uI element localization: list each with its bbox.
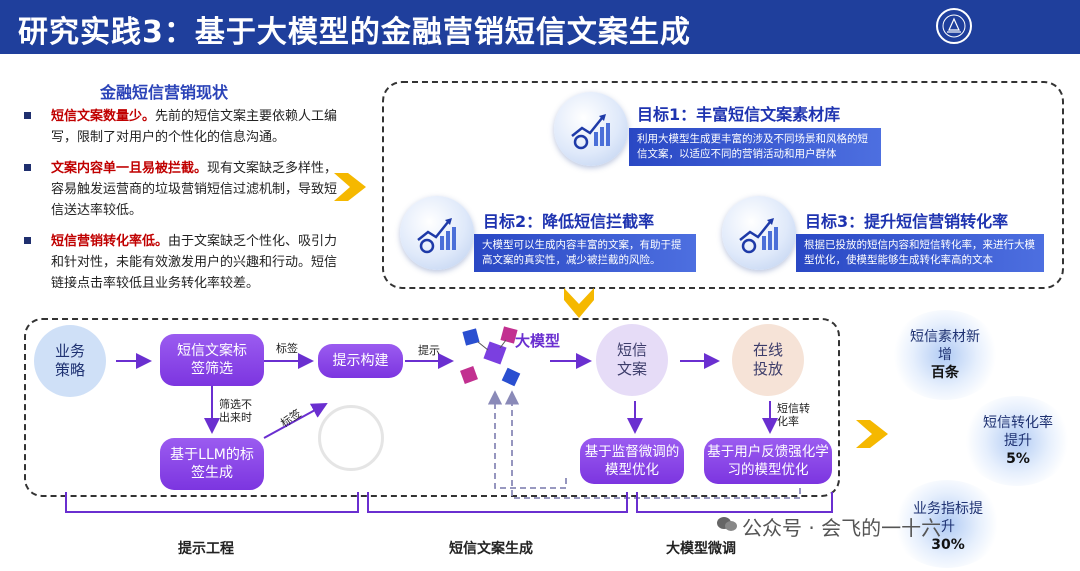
node-label: 业务策略: [54, 342, 85, 379]
node-llm-tag-generation: 基于LLM的标签生成: [160, 438, 264, 490]
node-rlhf-optimization: 基于用户反馈强化学习的模型优化: [704, 438, 832, 484]
node-sms-copy: 短信文案: [596, 324, 668, 396]
status-section-title: 金融短信营销现状: [100, 83, 229, 102]
bullet-square-icon: [24, 112, 31, 119]
node-label: 短信文案: [616, 341, 647, 378]
node-online-deploy: 在线投放: [732, 324, 804, 396]
wechat-icon: [717, 517, 737, 531]
node-label: 提示构建: [332, 353, 389, 369]
edge-label-tags: 标签: [276, 342, 298, 355]
result-value: 30%: [931, 537, 965, 553]
node-label: 在线投放: [752, 341, 783, 378]
yellow-arrow-right-icon: [334, 173, 366, 201]
node-label: 基于监督微调的模型优化: [584, 444, 680, 478]
goal-description: 根据已投放的短信内容和短信转化率，来进行大模型优化，使模型能够生成转化率高的文本: [796, 234, 1044, 272]
bullet-square-icon: [24, 237, 31, 244]
node-tag-filter: 短信文案标签筛选: [160, 334, 264, 386]
goals-panel: [382, 81, 1064, 289]
yellow-arrow-down-icon: [564, 288, 594, 318]
status-item: 短信营销转化率低。由于文案缺乏个性化、吸引力和针对性，未能有效激发用户的兴趣和行…: [24, 231, 344, 294]
header-bar: [0, 0, 1080, 54]
node-label: 基于LLM的标签生成: [170, 447, 254, 481]
result-item: 短信素材新增 百条: [905, 328, 985, 382]
node-label: 基于用户反馈强化学习的模型优化: [707, 444, 829, 478]
page-title: 研究实践3：基于大模型的金融营销短信文案生成: [18, 15, 691, 50]
result-label: 短信素材新增: [910, 329, 980, 363]
edge-label-conversion: 短信转化率: [777, 402, 810, 428]
bullet-square-icon: [24, 164, 31, 171]
university-watermark: [318, 405, 548, 473]
university-logo: [936, 8, 1074, 48]
stage-label: 大模型微调: [666, 541, 736, 557]
status-item: 文案内容单一且易被拦截。现有文案缺乏多样性，容易触发运营商的垃圾营销短信过滤机制…: [24, 158, 344, 221]
llm-label: 大模型: [515, 332, 561, 350]
status-highlight: 短信营销转化率低。: [51, 234, 169, 249]
status-text: 由于文案缺乏个性化、吸引力和针对性，未能有效激发用户的兴趣和行动。短信链接点击率…: [51, 234, 338, 291]
goal-description: 利用大模型生成更丰富的涉及不同场景和风格的短信文案，以适应不同的营销活动和用户群…: [629, 128, 881, 166]
goal-title: 目标2：降低短信拦截率: [483, 212, 655, 231]
result-glow: [890, 310, 1000, 400]
result-item: 业务指标提升 30%: [908, 500, 988, 554]
wechat-watermark-text: 公众号 · 会飞的一十六: [742, 516, 942, 540]
watermark-seal-icon: [318, 405, 384, 471]
goal-analytics-icon: [554, 92, 628, 166]
status-text: 先前的短信文案主要依赖人工编写，限制了对用户的个性化的信息沟通。: [51, 109, 338, 145]
node-sft-optimization: 基于监督微调的模型优化: [580, 438, 684, 484]
status-text: 现有文案缺乏多样性，容易触发运营商的垃圾营销短信过滤机制，导致短信送达率较低。: [51, 161, 338, 218]
result-value: 5%: [1006, 451, 1030, 467]
pipeline-panel: [24, 318, 840, 497]
goal-title: 目标1：丰富短信文案素材库: [637, 105, 841, 124]
goal-analytics-icon: [400, 196, 474, 270]
edge-label-no-filter: 筛选不出来时: [219, 398, 252, 424]
yellow-arrow-right-icon: [856, 420, 888, 448]
result-value: 百条: [931, 365, 959, 381]
university-seal-icon: [936, 8, 972, 44]
result-label: 短信转化率提升: [983, 415, 1053, 449]
status-highlight: 文案内容单一且易被拦截。: [51, 161, 208, 176]
status-item: 短信文案数量少。先前的短信文案主要依赖人工编写，限制了对用户的个性化的信息沟通。: [24, 106, 344, 148]
goal-description: 大模型可以生成内容丰富的文案，有助于提高文案的真实性，减少被拦截的风险。: [474, 234, 696, 272]
result-item: 短信转化率提升 5%: [980, 414, 1056, 468]
status-highlight: 短信文案数量少。: [51, 109, 156, 124]
result-glow: [892, 480, 1002, 568]
result-label: 业务指标提升: [913, 501, 983, 535]
stage-label: 提示工程: [178, 541, 234, 557]
goal-title: 目标3：提升短信营销转化率: [805, 212, 1009, 231]
node-business-strategy: 业务策略: [34, 325, 106, 397]
edge-label-prompt: 提示: [418, 344, 440, 357]
result-glow: [962, 396, 1072, 486]
stage-label: 短信文案生成: [449, 541, 533, 557]
node-label: 短信文案标签筛选: [177, 343, 247, 377]
llm-cubes-icon: [460, 326, 521, 387]
node-prompt-build: 提示构建: [318, 344, 403, 378]
goal-analytics-icon: [722, 196, 796, 270]
